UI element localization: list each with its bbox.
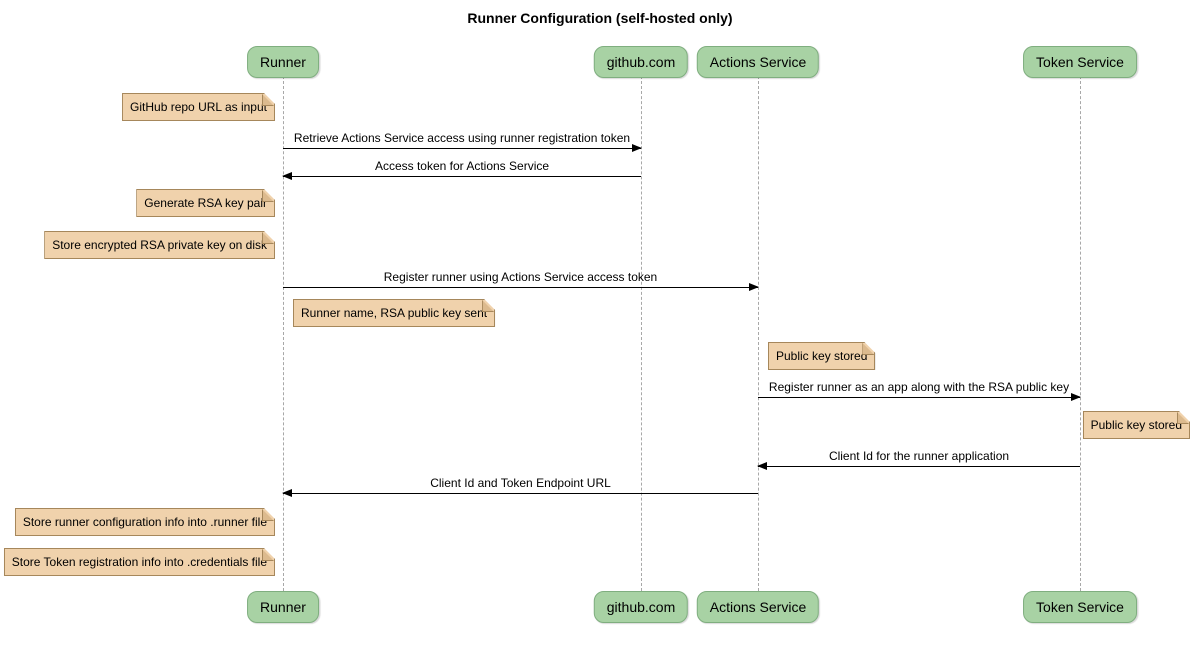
- participant-github-top: github.com: [593, 46, 689, 78]
- lifeline-actions-service: [757, 76, 759, 591]
- arrow-right-icon: [283, 283, 759, 291]
- message-register-runner: Register runner using Actions Service ac…: [283, 270, 759, 291]
- arrow-left-icon: [282, 172, 641, 180]
- arrow-right-icon: [758, 393, 1081, 401]
- note-repo-url: GitHub repo URL as input: [122, 93, 275, 121]
- message-label: Register runner using Actions Service ac…: [383, 270, 658, 284]
- lifeline-runner: [282, 76, 284, 591]
- message-label: Access token for Actions Service: [374, 159, 550, 173]
- note-store-runner-file: Store runner configuration info into .ru…: [15, 508, 275, 536]
- note-public-key-token: Public key stored: [1083, 411, 1190, 439]
- lifeline-github: [640, 76, 642, 591]
- message-label: Client Id for the runner application: [828, 449, 1010, 463]
- note-runner-name-sent: Runner name, RSA public key sent: [293, 299, 495, 327]
- participant-runner-top: Runner: [247, 46, 319, 78]
- message-client-id-endpoint: Client Id and Token Endpoint URL: [282, 476, 758, 497]
- note-store-credentials: Store Token registration info into .cred…: [4, 548, 275, 576]
- arrow-left-icon: [282, 489, 758, 497]
- participant-github-bottom: github.com: [593, 591, 689, 623]
- participant-actions-service-top: Actions Service: [696, 46, 820, 78]
- message-label: Register runner as an app along with the…: [768, 380, 1070, 394]
- message-retrieve-access: Retrieve Actions Service access using ru…: [283, 131, 642, 152]
- message-access-token: Access token for Actions Service: [282, 159, 641, 180]
- diagram-title: Runner Configuration (self-hosted only): [467, 10, 733, 26]
- participant-actions-service-bottom: Actions Service: [696, 591, 820, 623]
- participant-runner-bottom: Runner: [247, 591, 319, 623]
- message-register-app: Register runner as an app along with the…: [758, 380, 1081, 401]
- message-label: Client Id and Token Endpoint URL: [430, 476, 611, 490]
- message-client-id: Client Id for the runner application: [757, 449, 1080, 470]
- participant-token-service-bottom: Token Service: [1023, 591, 1137, 623]
- note-generate-rsa: Generate RSA key pair: [136, 189, 275, 217]
- lifeline-token-service: [1079, 76, 1081, 591]
- message-label: Retrieve Actions Service access using ru…: [293, 131, 631, 145]
- participant-token-service-top: Token Service: [1023, 46, 1137, 78]
- arrow-left-icon: [757, 462, 1080, 470]
- note-store-private-key: Store encrypted RSA private key on disk: [44, 231, 275, 259]
- note-public-key-actions: Public key stored: [768, 342, 875, 370]
- arrow-right-icon: [283, 144, 642, 152]
